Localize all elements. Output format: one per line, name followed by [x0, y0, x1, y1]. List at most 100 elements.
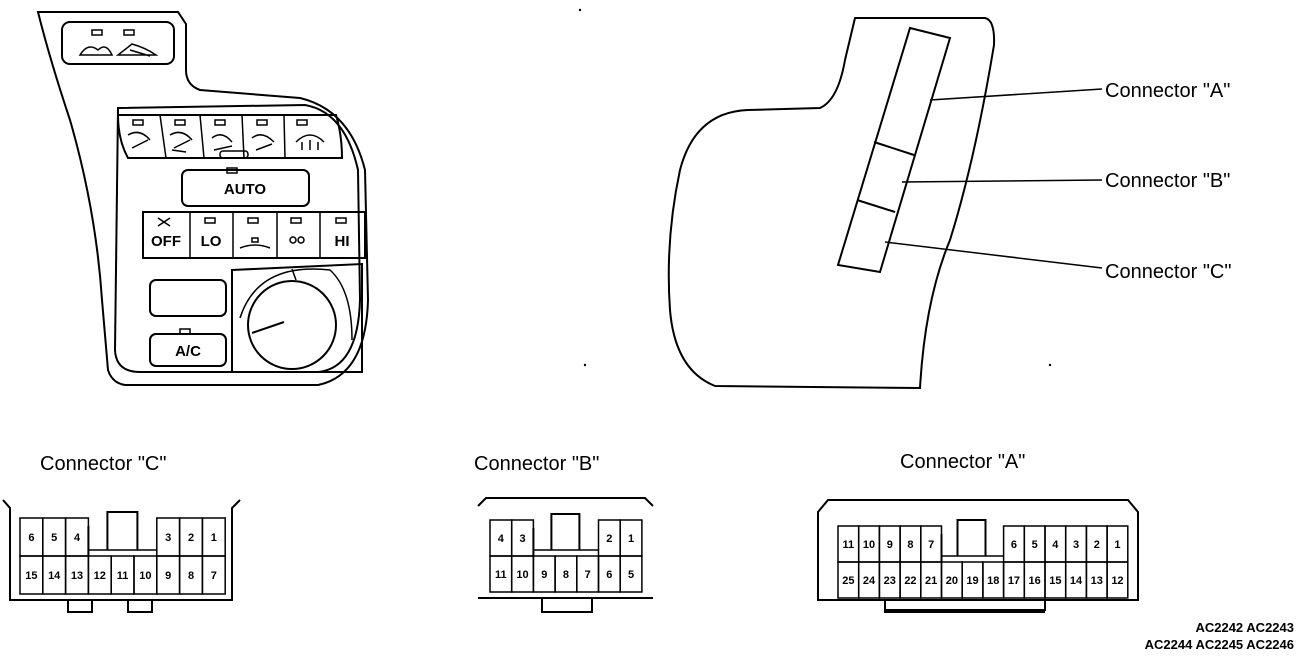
connector-a-title: Connector "A" [900, 451, 1025, 473]
auto-button[interactable]: AUTO [181, 167, 310, 207]
pin-label: 22 [904, 575, 916, 587]
pin-cell: 1 [1106, 525, 1129, 563]
ac-button[interactable]: A/C [149, 328, 227, 367]
pin-cell: 2 [597, 519, 621, 557]
pin-label: 13 [71, 570, 83, 582]
pin-cell: 3 [510, 519, 535, 557]
callout-connector-a: Connector "A" [1105, 80, 1230, 102]
pin-cell: 1 [619, 519, 643, 557]
fresh-air-icon [115, 43, 159, 57]
ac-button-label: A/C [175, 343, 201, 360]
pin-label: 8 [188, 570, 194, 582]
pin-cell: 14 [1064, 561, 1088, 599]
figure-code-line-1: AC2242 AC2243 [1195, 620, 1294, 635]
indicator-light-icon [204, 217, 216, 224]
vent-face-icon[interactable] [127, 119, 151, 149]
pin-cell: 7 [576, 555, 600, 593]
fan-lo-button[interactable]: LO [201, 217, 222, 250]
pin-cell: 13 [1085, 561, 1108, 599]
pin-label: 12 [94, 570, 106, 582]
fan-medium-high-button[interactable] [289, 217, 305, 244]
fan-hi-label: HI [335, 233, 350, 250]
pin-label: 10 [516, 569, 528, 581]
pin-label: 6 [1011, 539, 1017, 551]
pin-cell: 6 [19, 517, 44, 557]
pin-cell: 1 [201, 517, 226, 557]
pin-label: 7 [585, 569, 591, 581]
fan-lo-label: LO [201, 233, 222, 250]
pin-label: 20 [946, 575, 958, 587]
pin-cell: 19 [961, 561, 984, 599]
pin-cell: 6 [597, 555, 621, 593]
pin-cell: 4 [64, 517, 90, 557]
fan-medium-high-icon [289, 236, 297, 244]
pin-label: 11 [843, 539, 855, 551]
indicator-light-icon [290, 217, 302, 224]
pin-cell: 8 [554, 555, 578, 593]
temperature-dial[interactable] [231, 262, 363, 373]
pin-label: 4 [1052, 539, 1059, 551]
pin-label: 11 [117, 570, 129, 582]
figure-code-line-2: AC2244 AC2245 AC2246 [1145, 637, 1294, 652]
pin-label: 9 [887, 539, 893, 551]
pin-label: 6 [28, 532, 34, 544]
pin-cell: 2 [178, 517, 204, 557]
pin-cell: 14 [42, 555, 67, 595]
recirculate-icon [78, 46, 114, 56]
fan-hi-button[interactable]: HI [335, 217, 350, 250]
pin-cell: 21 [920, 561, 943, 599]
pin-cell: 16 [1023, 561, 1046, 599]
pin-label: 9 [165, 570, 171, 582]
pin-label: 2 [188, 532, 194, 544]
fan-medium-button[interactable] [239, 217, 271, 249]
pin-label: 25 [842, 575, 854, 587]
pin-cell: 7 [201, 555, 226, 595]
fan-off-label: OFF [151, 233, 181, 250]
key-slot [940, 519, 987, 562]
pin-label: 5 [1032, 539, 1038, 551]
pin-label: 12 [1111, 575, 1123, 587]
pin-cell: 11 [489, 555, 513, 593]
pin-cell: 2 [1085, 525, 1108, 563]
pin-label: 4 [498, 533, 505, 545]
pin-label: 9 [541, 569, 547, 581]
pin-label: 24 [863, 575, 876, 587]
fan-medium-icon [251, 237, 259, 243]
pin-cell: 10 [133, 555, 158, 595]
vent-bilevel-icon[interactable] [169, 119, 193, 153]
pin-label: 3 [165, 532, 171, 544]
indicator-light-icon [247, 217, 259, 224]
vent-floor-defrost-icon[interactable] [251, 119, 275, 151]
pin-cell: 7 [920, 525, 943, 563]
temperature-display [149, 279, 227, 317]
pin-label: 8 [563, 569, 569, 581]
pin-cell: 10 [510, 555, 535, 593]
pin-cell: 23 [878, 561, 901, 599]
fan-icon [157, 217, 171, 227]
pin-label: 7 [211, 570, 217, 582]
vent-mode-buttons [116, 114, 344, 159]
key-slot [532, 513, 581, 556]
pin-cell: 9 [878, 525, 901, 563]
pin-cell: 25 [837, 561, 860, 599]
indicator-light-icon [91, 29, 103, 36]
connector-strip [836, 26, 952, 274]
pin-cell: 8 [178, 555, 204, 595]
indicator-light-icon [335, 217, 347, 224]
pin-cell: 17 [1002, 561, 1026, 599]
fan-off-button[interactable]: OFF [151, 217, 181, 250]
unit-rear-outline: Connector "A" Connector "B" Connector "C… [667, 17, 1231, 390]
pin-label: 1 [1114, 539, 1120, 551]
pin-cell: 8 [899, 525, 922, 563]
pin-label: 1 [628, 533, 634, 545]
pin-label: 14 [1070, 575, 1083, 587]
auto-button-label: AUTO [224, 181, 267, 198]
pin-label: 15 [25, 570, 37, 582]
vent-floor-icon[interactable] [211, 119, 249, 159]
pin-label: 13 [1091, 575, 1103, 587]
defrost-icon[interactable] [295, 119, 325, 150]
